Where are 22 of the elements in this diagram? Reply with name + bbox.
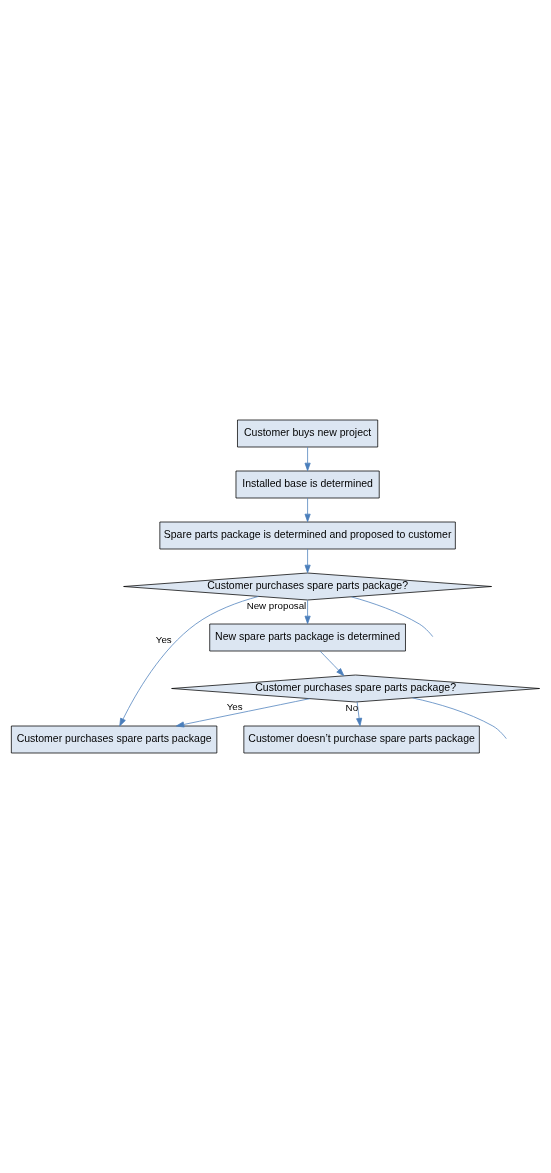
node-box: New spare parts package is determined — [209, 623, 406, 652]
connector — [351, 596, 434, 638]
node-box: Installed base is determined — [235, 470, 380, 499]
edge-label: New proposal — [246, 600, 307, 612]
edge-label: No — [345, 702, 359, 714]
arrow — [119, 596, 259, 727]
node-box: Customer buys new project — [237, 419, 379, 448]
arrow — [319, 650, 345, 677]
node-box: Customer purchases spare parts package — [10, 725, 218, 754]
connector — [412, 697, 507, 740]
node-diamond: Customer purchases spare parts package? — [171, 674, 540, 703]
arrow — [304, 446, 311, 472]
node-diamond: Customer purchases spare parts package? — [123, 572, 492, 601]
edge-label: Yes — [226, 700, 243, 712]
arrow — [304, 497, 311, 523]
arrow — [304, 548, 311, 574]
arrow — [304, 599, 311, 625]
arrow — [175, 698, 310, 728]
node-box: Spare parts package is determined and proposed to customer — [159, 521, 456, 550]
node-box: Customer doesn’t purchase spare parts package — [243, 725, 480, 754]
arrow — [356, 701, 363, 727]
edge-label: Yes — [155, 633, 172, 645]
